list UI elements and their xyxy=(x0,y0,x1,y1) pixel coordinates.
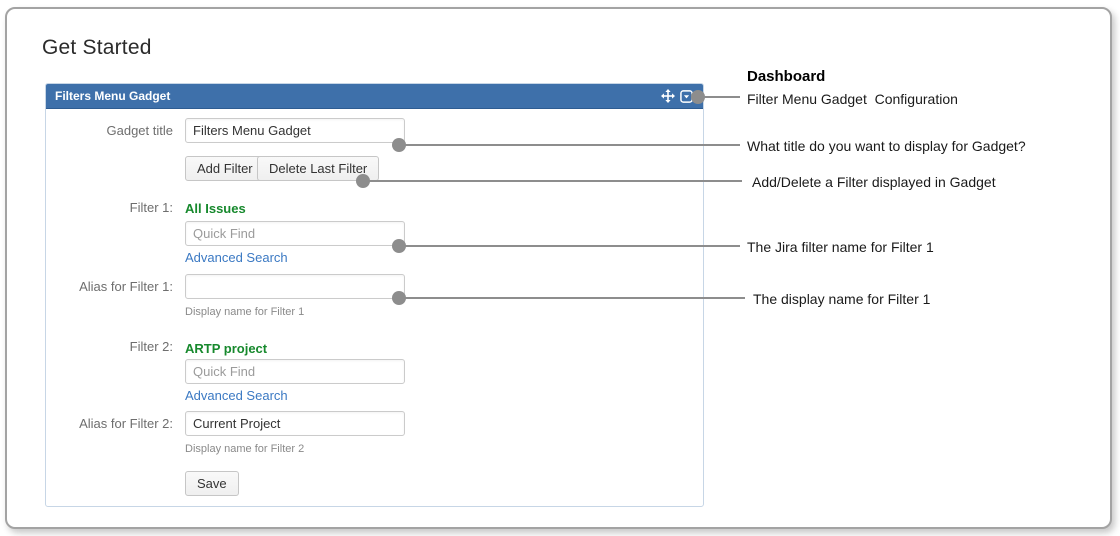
callout-line-filter1 xyxy=(403,245,740,247)
save-button[interactable]: Save xyxy=(185,471,239,496)
callout-dot-header xyxy=(691,90,705,104)
alias2-label: Alias for Filter 2: xyxy=(79,416,173,431)
filter2-label: Filter 2: xyxy=(129,339,173,354)
filter1-label: Filter 1: xyxy=(129,200,173,215)
alias1-label: Alias for Filter 1: xyxy=(79,279,173,294)
move-icon[interactable] xyxy=(661,89,675,103)
annotation-jira-filter-name: The Jira filter name for Filter 1 xyxy=(747,239,934,255)
filter2-selected-name: ARTP project xyxy=(185,341,268,356)
filter1-advanced-search-link[interactable]: Advanced Search xyxy=(185,250,288,265)
annotation-gadget-title: What title do you want to display for Ga… xyxy=(747,138,1026,154)
annotation-dashboard-title: Dashboard xyxy=(747,68,826,85)
add-filter-button[interactable]: Add Filter xyxy=(185,156,265,181)
callout-line-title xyxy=(403,144,740,146)
alias1-help-text: Display name for Filter 1 xyxy=(185,306,305,318)
filter2-advanced-search-link[interactable]: Advanced Search xyxy=(185,388,288,403)
gadget-header-title: Filters Menu Gadget xyxy=(55,89,171,103)
callout-line-buttons xyxy=(368,180,742,182)
gadget-title-input[interactable] xyxy=(185,118,405,143)
callout-line-alias1 xyxy=(403,297,745,299)
gadget-header-bar: Filters Menu Gadget xyxy=(46,84,703,109)
filter1-quick-find-input[interactable] xyxy=(185,221,405,246)
callout-dot-buttons xyxy=(356,174,370,188)
callout-line-header xyxy=(704,96,740,98)
annotation-dashboard-subtitle: Filter Menu Gadget Configuration xyxy=(747,91,958,107)
filter2-quick-find-input[interactable] xyxy=(185,359,405,384)
callout-dot-alias1 xyxy=(392,291,406,305)
alias2-help-text: Display name for Filter 2 xyxy=(185,443,305,455)
alias1-input[interactable] xyxy=(185,274,405,299)
annotation-add-delete: Add/Delete a Filter displayed in Gadget xyxy=(752,174,996,190)
alias2-input[interactable] xyxy=(185,411,405,436)
filter1-selected-name: All Issues xyxy=(185,201,246,216)
callout-dot-title xyxy=(392,138,406,152)
page-title: Get Started xyxy=(42,36,152,59)
annotation-display-name: The display name for Filter 1 xyxy=(753,291,931,307)
callout-dot-filter1 xyxy=(392,239,406,253)
gadget-title-label: Gadget title xyxy=(106,123,174,138)
